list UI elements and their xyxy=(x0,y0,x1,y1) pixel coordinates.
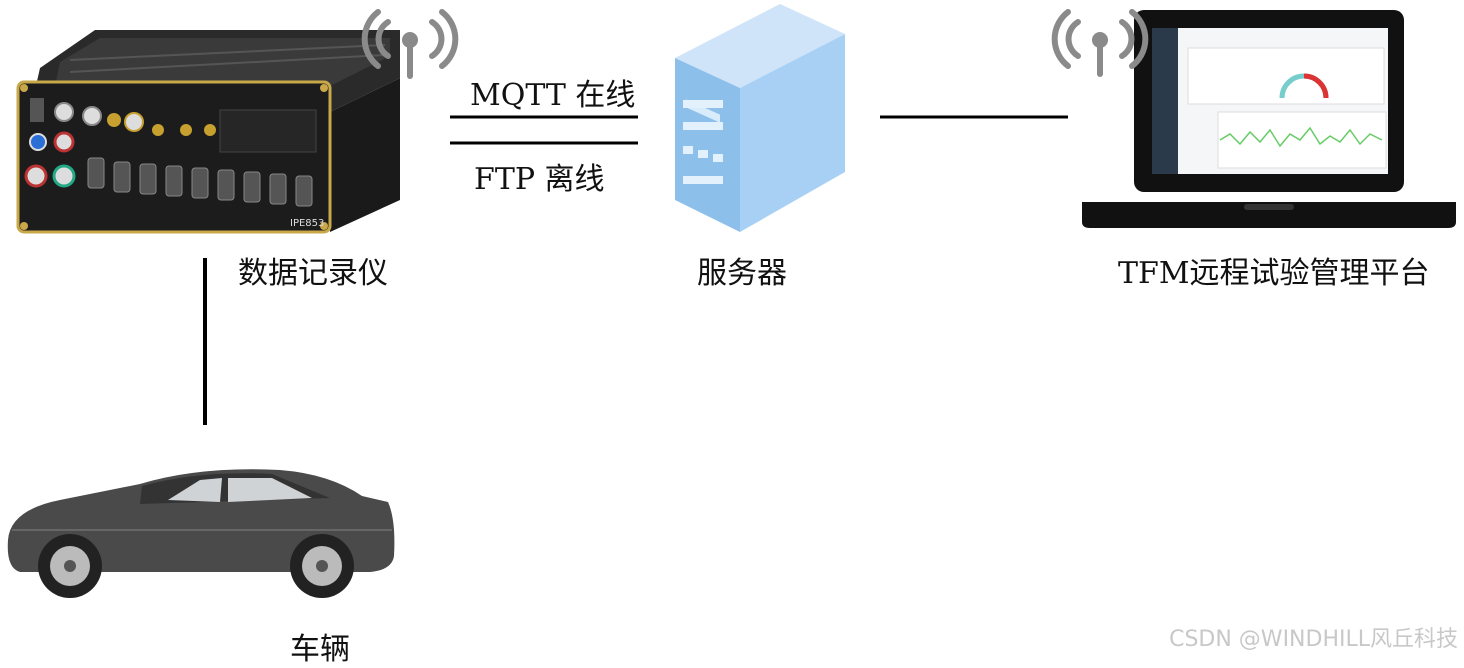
laptop-icon xyxy=(1082,10,1456,228)
server-label: 服务器 xyxy=(697,256,787,291)
watermark: CSDN @WINDHILL风丘科技 xyxy=(1169,627,1458,652)
ftp-offline-label: FTP 离线 xyxy=(474,162,605,197)
server-icon xyxy=(675,4,845,232)
vehicle-label: 车辆 xyxy=(290,632,350,667)
wifi-signal-icon xyxy=(1051,9,1149,77)
vehicle-car-icon xyxy=(7,469,395,598)
mqtt-online-label: MQTT 在线 xyxy=(470,78,636,113)
data-logger-device: IPE853 xyxy=(16,30,400,234)
platform-label: TFM远程试验管理平台 xyxy=(1118,256,1430,291)
device-model-label: IPE853 xyxy=(290,218,324,229)
logger-label: 数据记录仪 xyxy=(238,256,388,291)
wifi-signal-icon xyxy=(361,9,459,79)
